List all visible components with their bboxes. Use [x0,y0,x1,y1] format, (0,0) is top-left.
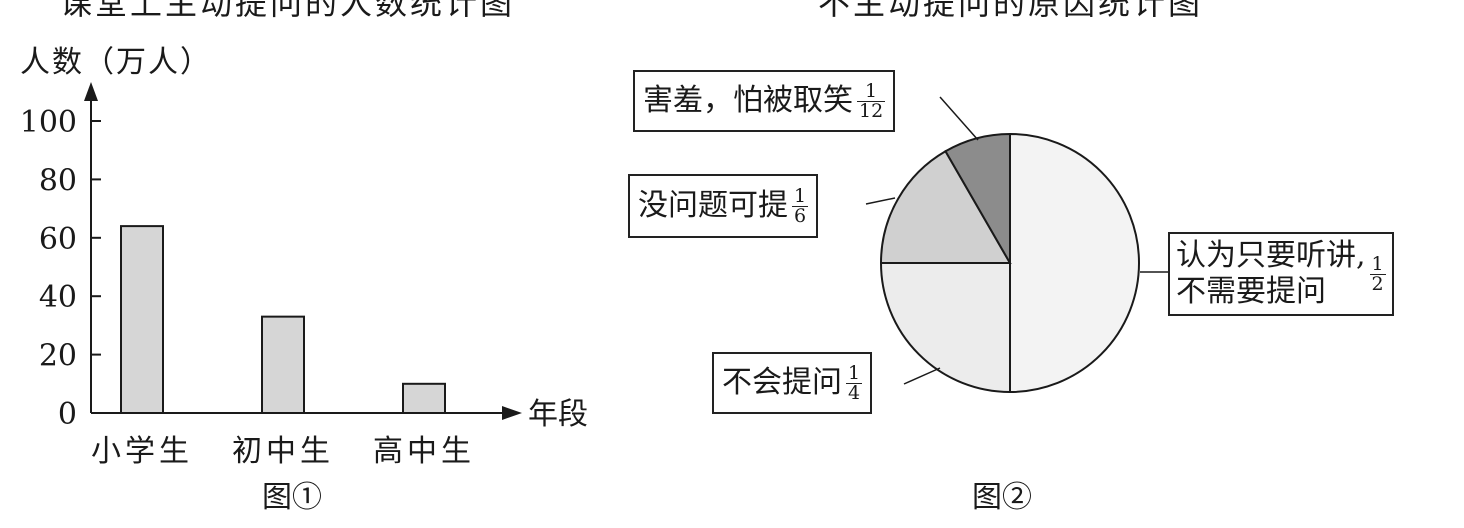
x-axis-arrow [502,406,522,420]
pie-label-listen-text: 认为只要听讲, 不需要提问 [1176,238,1366,310]
leader-line-cant [903,367,941,385]
y-axis-label: 人数（万人） [20,45,212,80]
figure-caption-2: 图② [972,480,1032,515]
y-tick-label: 60 [39,222,77,257]
y-tick-label: 0 [58,397,77,432]
fraction-denominator: 4 [848,381,861,404]
pie-chart [865,96,1170,394]
pie-slice-no-question [879,149,1012,264]
fraction-bar [846,382,863,384]
pie-label-listen-line2: 不需要提问 [1176,274,1326,309]
bar-3 [402,382,446,414]
bar-chart-title: 课堂上主动提问的人数统计图 [60,0,516,22]
fraction-numerator: 1 [865,79,878,102]
pie-slice-listen [1009,132,1140,394]
category-label: 小学生 [91,434,193,469]
fraction-denominator: 2 [1371,272,1384,295]
leader-line-noq [865,197,896,205]
fraction-denominator: 12 [859,99,884,122]
y-axis-arrow [84,82,98,101]
pie-slice-group [879,132,1140,394]
category-label-group: 小学生 初中生 高中生 [91,434,475,469]
pie-label-no-question: 没问题可提 1 6 [628,174,819,238]
leader-line-shy [939,96,979,141]
pie-slice-cant-ask [879,262,1011,394]
fraction-bar [857,100,886,102]
category-label: 高中生 [373,434,475,469]
pie-label-cant-ask-fraction: 1 4 [846,361,863,404]
fraction-bar [1369,273,1386,275]
pie-label-shy-fraction: 1 12 [857,79,886,122]
pie-label-cant-ask: 不会提问 1 4 [712,352,873,414]
pie-label-no-question-text: 没问题可提 [638,188,788,223]
bar-chart: 人数（万人） 年段 0 20 40 60 80 100 小学生 初中生 高中生 [20,45,588,469]
pie-label-no-question-fraction: 1 6 [792,184,809,227]
fraction-denominator: 6 [794,204,807,227]
fraction-numerator: 1 [1371,252,1384,275]
pie-chart-title: 不主动提问的原因统计图 [818,0,1204,22]
y-tick-label: 40 [39,280,77,315]
category-label: 初中生 [232,434,334,469]
bar-2 [261,315,305,415]
pie-label-listen-line1: 认为只要听讲, [1176,238,1366,273]
pie-label-listen: 认为只要听讲, 不需要提问 1 2 [1168,232,1394,316]
bar-1 [120,225,164,414]
pie-label-shy: 害羞，怕被取笑 1 12 [633,70,896,132]
fraction-numerator: 1 [794,184,807,207]
y-tick-label: 80 [39,163,77,198]
fraction-numerator: 1 [848,361,861,384]
y-tick-label: 100 [20,105,77,140]
pie-label-shy-text: 害羞，怕被取笑 [643,83,853,118]
bar-group [120,225,446,415]
pie-label-cant-ask-text: 不会提问 [722,365,842,400]
y-tick-group: 0 20 40 60 80 100 [20,105,101,432]
fraction-bar [792,205,809,207]
figure-caption-1: 图① [262,480,322,515]
y-tick-label: 20 [39,339,77,374]
x-axis-label: 年段 [528,397,588,432]
pie-label-listen-fraction: 1 2 [1369,252,1386,295]
